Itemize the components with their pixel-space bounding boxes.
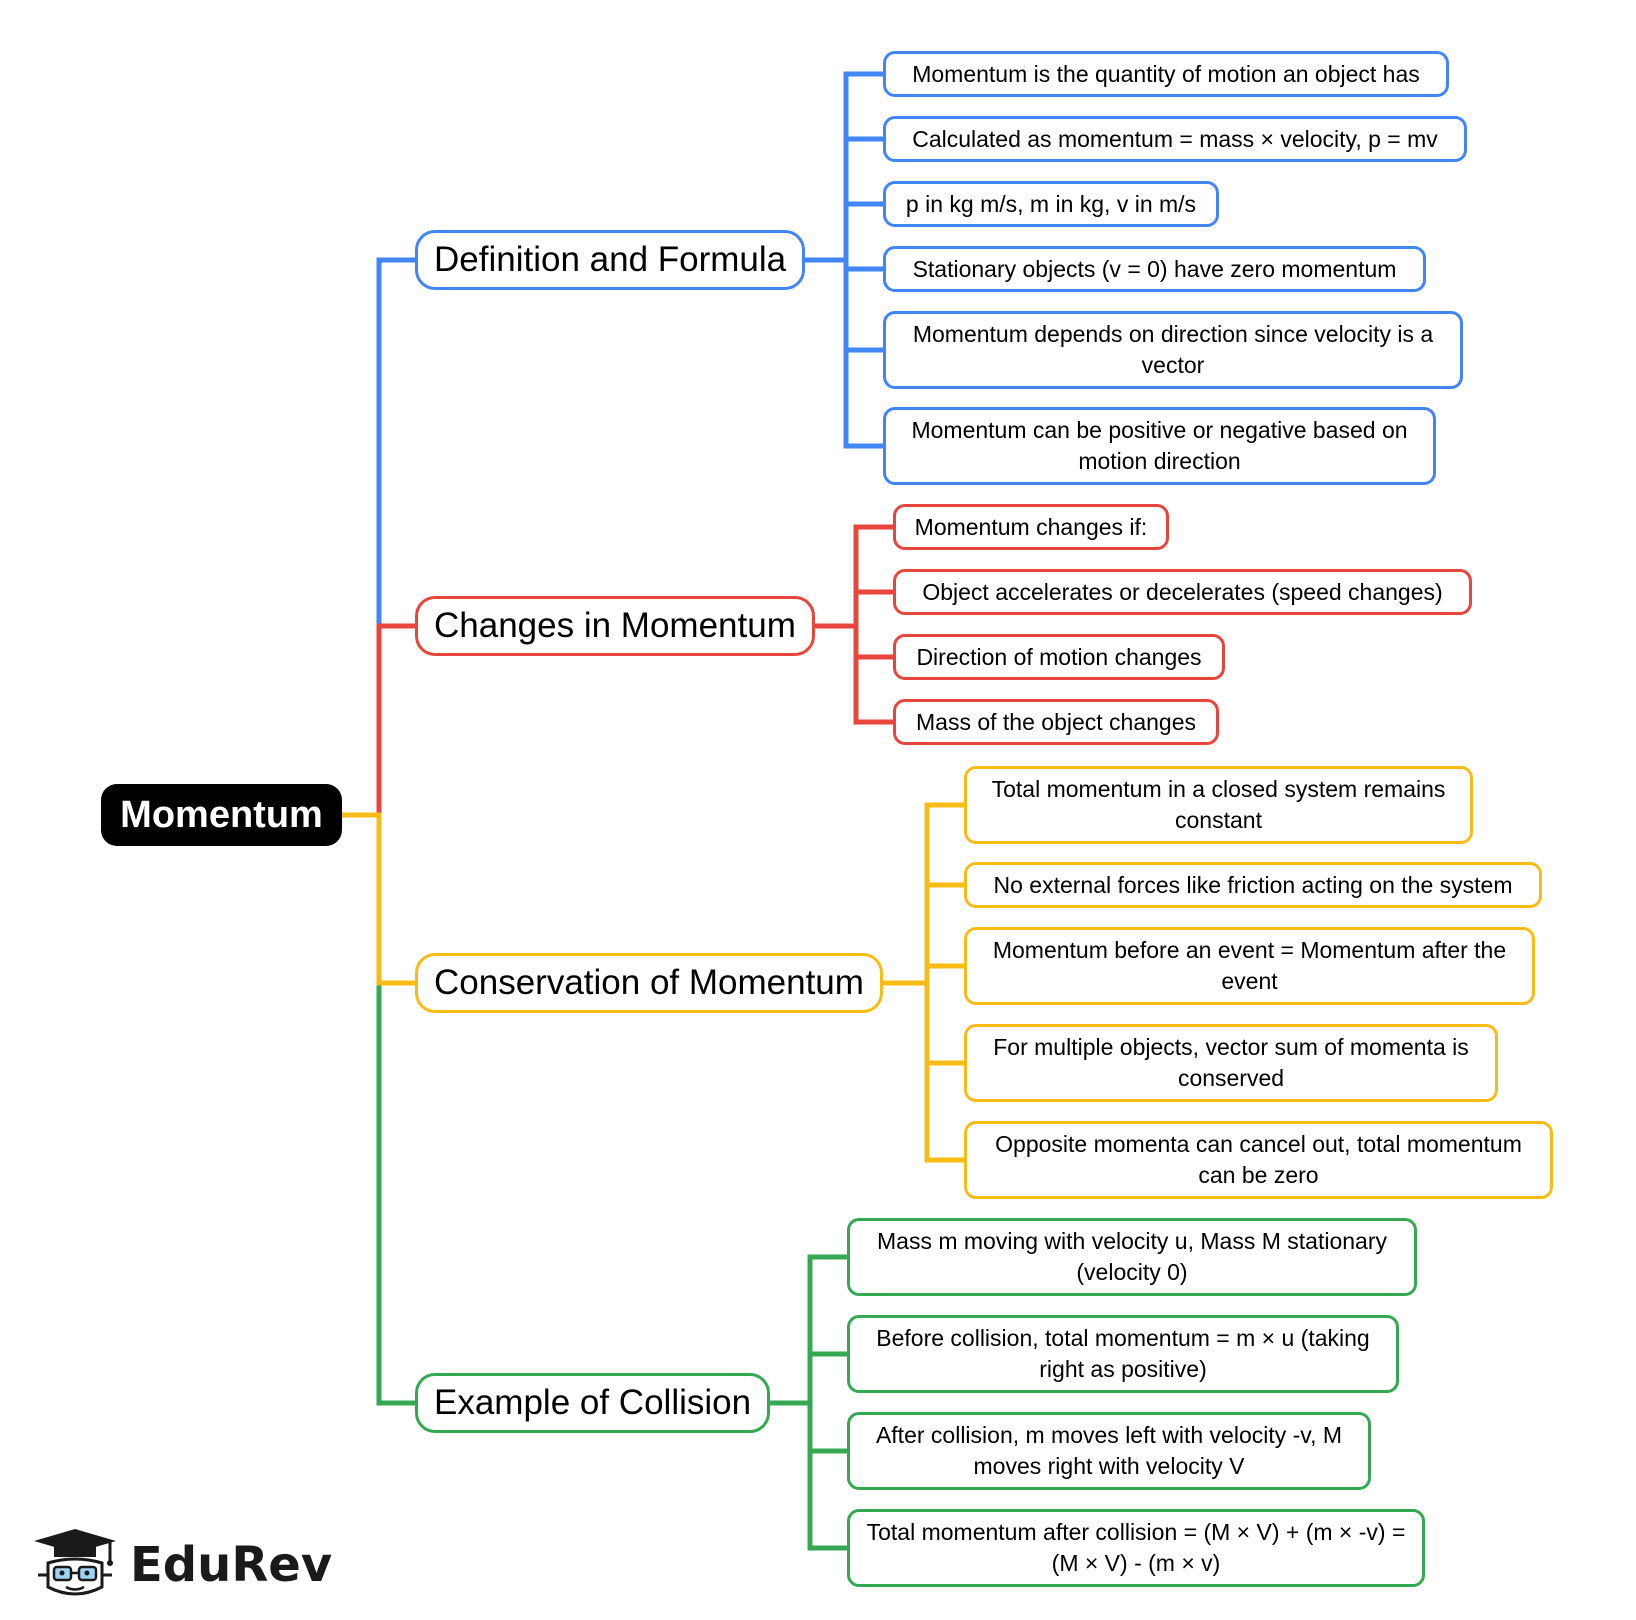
- leaf-conservation-3: Momentum before an event = Momentum afte…: [964, 927, 1535, 1005]
- leaf-definition-3: p in kg m/s, m in kg, v in m/s: [883, 181, 1219, 227]
- leaf-definition-2: Calculated as momentum = mass × velocity…: [883, 116, 1467, 162]
- leaf-conservation-4: For multiple objects, vector sum of mome…: [964, 1024, 1498, 1102]
- graduation-cap-mascot-icon: [34, 1529, 116, 1596]
- leaf-conservation-2: No external forces like friction acting …: [964, 862, 1542, 908]
- branch-definition-and-formula: Definition and Formula: [415, 230, 806, 290]
- leaf-changes-1: Momentum changes if:: [893, 504, 1169, 550]
- edurev-logo: EduRev: [30, 1525, 332, 1605]
- leaf-conservation-1: Total momentum in a closed system remain…: [964, 766, 1473, 844]
- leaf-conservation-5: Opposite momenta can cancel out, total m…: [964, 1121, 1553, 1199]
- leaf-collision-4: Total momentum after collision = (M × V)…: [847, 1509, 1425, 1587]
- branch-conservation-of-momentum: Conservation of Momentum: [415, 953, 883, 1013]
- leaf-collision-3: After collision, m moves left with veloc…: [847, 1412, 1371, 1490]
- leaf-definition-5: Momentum depends on direction since velo…: [883, 311, 1463, 389]
- root-node-momentum: Momentum: [101, 784, 342, 846]
- leaf-definition-4: Stationary objects (v = 0) have zero mom…: [883, 246, 1426, 292]
- leaf-collision-1: Mass m moving with velocity u, Mass M st…: [847, 1218, 1417, 1296]
- leaf-collision-2: Before collision, total momentum = m × u…: [847, 1315, 1399, 1393]
- logo-text: EduRev: [130, 1537, 333, 1593]
- branch-example-of-collision: Example of Collision: [415, 1373, 771, 1433]
- leaf-definition-1: Momentum is the quantity of motion an ob…: [883, 51, 1449, 97]
- leaf-changes-3: Direction of motion changes: [893, 634, 1225, 680]
- leaf-changes-4: Mass of the object changes: [893, 699, 1219, 745]
- leaf-changes-2: Object accelerates or decelerates (speed…: [893, 569, 1472, 615]
- leaf-definition-6: Momentum can be positive or negative bas…: [883, 407, 1436, 485]
- branch-changes-in-momentum: Changes in Momentum: [415, 596, 815, 656]
